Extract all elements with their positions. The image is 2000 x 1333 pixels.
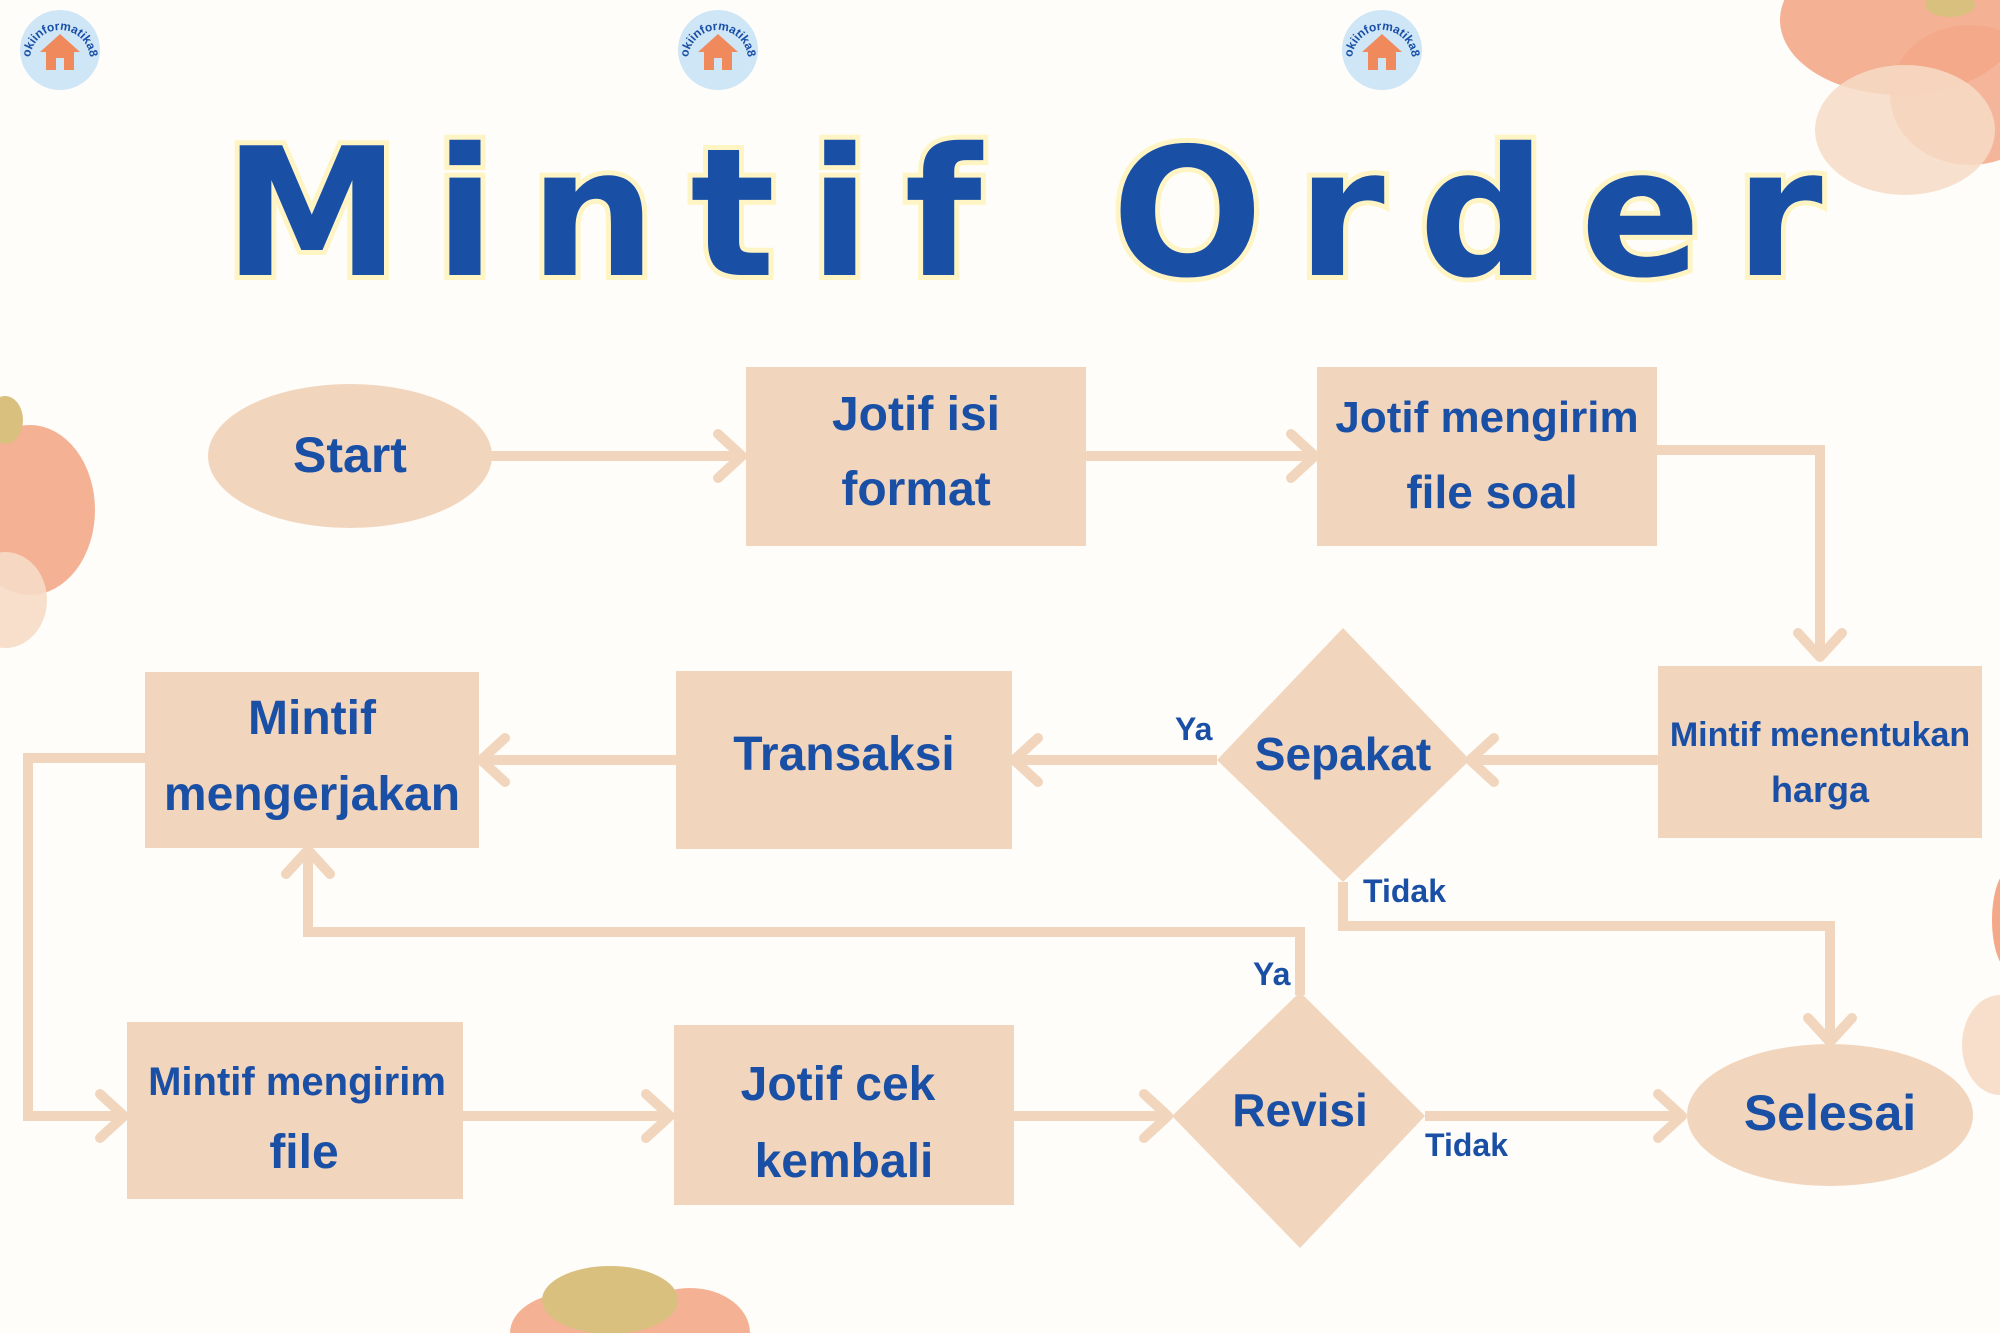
sepakat-label: Sepakat (1255, 728, 1431, 780)
sepakat-decision (1217, 628, 1470, 882)
kirim-file-label-line1: Mintif mengirim (148, 1060, 446, 1104)
mengerjakan-label-line2: mengerjakan (164, 768, 460, 821)
sepakat-tidak-label: Tidak (1363, 873, 1446, 909)
cek-kembali-label-line1: Jotif cek (741, 1058, 936, 1111)
brand-logo: Jokiinformatika81 (1341, 10, 1423, 90)
mengerjakan-node (145, 672, 479, 848)
cek-kembali-node (674, 1025, 1014, 1205)
selesai-node (1687, 1044, 1973, 1186)
isi-format-node (746, 367, 1086, 546)
mengerjakan-label-line1: Mintif (248, 692, 377, 745)
brand-logos: Jokiinformatika81 Jokiinformatika81 Jokiin… (19, 10, 1423, 90)
revisi-label: Revisi (1232, 1084, 1368, 1136)
flow-edge-labels: Ya Tidak Ya Tidak (1175, 711, 1508, 1163)
kirim-soal-label-line2: file soal (1406, 466, 1577, 518)
tentukan-harga-label-line2: harga (1771, 769, 1870, 810)
tentukan-harga-node (1658, 666, 1982, 838)
page-title: Mintif Order (223, 110, 1856, 317)
sepakat-ya-label: Ya (1175, 711, 1213, 747)
isi-format-label-line2: format (841, 463, 990, 516)
brand-logo: Jokiinformatika81 (19, 10, 101, 90)
tentukan-harga-label-line1: Mintif menentukan (1670, 716, 1970, 754)
revisi-decision (1172, 992, 1425, 1248)
selesai-label: Selesai (1744, 1085, 1916, 1141)
house-icon (1362, 34, 1402, 70)
flow-edges (23, 429, 1857, 1143)
house-icon (698, 34, 738, 70)
isi-format-label-line1: Jotif isi (832, 388, 1000, 441)
kirim-soal-node (1317, 367, 1657, 546)
revisi-ya-label: Ya (1253, 956, 1291, 992)
revisi-tidak-label: Tidak (1425, 1127, 1508, 1163)
transaksi-node (676, 671, 1012, 849)
kirim-soal-label-line1: Jotif mengirim (1335, 393, 1638, 442)
start-label: Start (293, 427, 407, 483)
kirim-file-node (127, 1022, 463, 1199)
transaksi-label: Transaksi (733, 728, 954, 781)
cek-kembali-label-line2: kembali (755, 1135, 934, 1188)
kirim-file-label-line2: file (269, 1126, 338, 1179)
flow-node-labels: Start Jotif isi format Jotif mengirim fi… (148, 388, 1970, 1188)
start-node (208, 384, 492, 528)
flow-nodes (127, 367, 1982, 1248)
house-icon (40, 34, 80, 70)
brand-logo: Jokiinformatika81 (677, 10, 759, 90)
